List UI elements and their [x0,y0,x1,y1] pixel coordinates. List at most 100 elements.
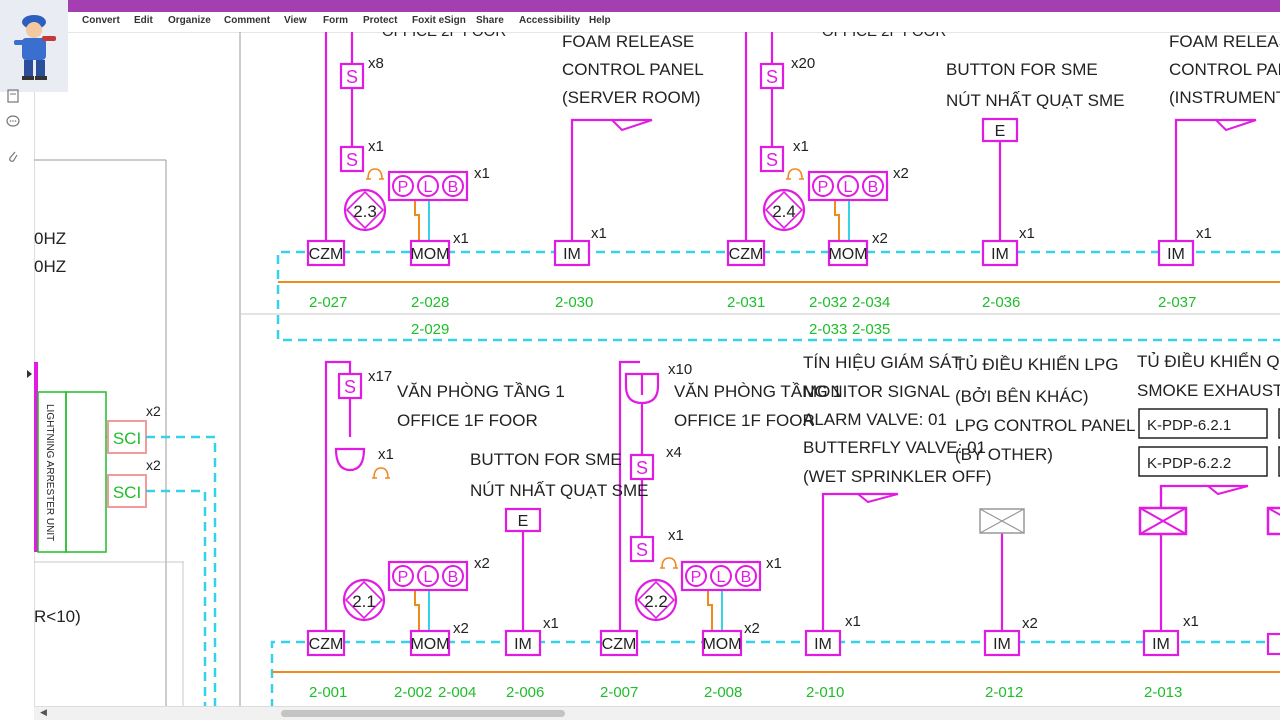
menu-edit[interactable]: Edit [134,15,153,26]
plb-module [680,560,762,592]
svg-text:IM: IM [993,636,1011,653]
menu-help[interactable]: Help [589,15,611,26]
svg-text:2.4: 2.4 [772,202,796,221]
scrollbar-thumb[interactable] [281,710,565,717]
svg-text:CZM: CZM [602,636,637,653]
floor-label: OFFICE 2F FOOR [382,32,506,40]
svg-text:x1: x1 [368,138,384,155]
svg-text:2-013: 2-013 [1144,684,1182,701]
svg-text:2-004: 2-004 [438,684,476,701]
svg-text:x1: x1 [474,165,490,182]
svg-text:E: E [518,513,529,530]
lower-text-labels: VĂN PHÒNG TẦNG 1 OFFICE 1F FOOR VĂN PHÒN… [397,352,1280,500]
arrow-icon [609,119,653,132]
menu-convert[interactable]: Convert [82,15,120,26]
svg-text:IM: IM [514,636,532,653]
svg-text:CZM: CZM [309,636,344,653]
svg-text:OFFICE 1F FOOR: OFFICE 1F FOOR [674,411,815,430]
menu-share[interactable]: Share [476,15,504,26]
svg-text:(SERVER ROOM): (SERVER ROOM) [562,88,701,107]
zone-indicator: 2.4 [762,188,806,232]
zone-indicator: 2.3 [343,188,387,232]
svg-text:x1: x1 [766,555,782,572]
upper-module-boxes: CZM MOM IM CZM MOM IM IM [306,239,1195,267]
svg-text:(BY OTHER): (BY OTHER) [955,445,1053,464]
resistance-label: R<10) [34,607,81,626]
menu-view[interactable]: View [284,15,307,26]
svg-text:CONTROL PANEL: CONTROL PANEL [1169,60,1280,79]
svg-text:2-002: 2-002 [394,684,432,701]
svg-text:x20: x20 [791,55,815,72]
arrow-icon [1205,485,1249,496]
smoke-detector-symbol [759,62,785,90]
horizontal-scrollbar[interactable]: ◀ [34,706,1280,720]
menu-protect[interactable]: Protect [363,15,398,26]
svg-text:VĂN PHÒNG TẦNG 1: VĂN PHÒNG TẦNG 1 [397,382,565,401]
svg-text:x1: x1 [668,527,684,544]
sci-label: SCI [113,429,141,448]
svg-text:IM: IM [1152,636,1170,653]
smoke-fan-panel-symbol [1138,506,1188,536]
upper-relay-leads [414,200,850,241]
scroll-left-arrow-icon[interactable]: ◀ [40,708,47,718]
svg-text:CZM: CZM [309,246,344,263]
svg-text:x1: x1 [591,225,607,242]
pages-icon[interactable] [5,88,21,104]
frequency-label-1: 0HZ [34,229,66,248]
svg-text:x1: x1 [845,613,861,630]
smoke-detector-symbol [629,535,655,563]
svg-text:2-033: 2-033 [809,321,847,338]
sme-button-label: BUTTON FOR SME NÚT NHẤT QUẠT SME [946,60,1125,110]
svg-text:x1: x1 [1183,613,1199,630]
svg-text:CZM: CZM [729,246,764,263]
lower-loop-bus [270,640,1280,706]
svg-text:IM: IM [1167,246,1185,263]
svg-text:ALARM VALVE: 01: ALARM VALVE: 01 [803,410,947,429]
app-logo [0,0,68,92]
emergency-button-symbol: E [981,117,1019,143]
svg-text:x10: x10 [668,361,692,378]
svg-text:MOM: MOM [410,246,449,263]
technician-mascot-icon [0,0,68,92]
svg-text:MOM: MOM [828,246,867,263]
smoke-detector-symbol [339,145,365,173]
comments-icon[interactable] [5,114,21,130]
smoke-fan-panel-symbol [1266,506,1280,536]
menu-organize[interactable]: Organize [168,15,211,26]
svg-text:x2: x2 [1022,615,1038,632]
svg-text:(INSTRUMENT ROOM): (INSTRUMENT ROOM) [1169,88,1280,107]
heat-detector-symbol [334,372,660,472]
menu-foxit-esign[interactable]: Foxit eSign [412,15,466,26]
svg-text:TÍN HIỆU GIÁM SÁT: TÍN HIỆU GIÁM SÁT [803,353,962,372]
pdp-tag: K-PDP-6.2.1 [1138,408,1280,439]
upper-address-labels: 2-027 2-028 2-030 2-031 2-032 2-034 2-03… [309,294,1196,338]
pdf-drawing-canvas[interactable]: S P L B 0HZ 0HZ R<10) LIGHT [34,32,1280,706]
lpg-panel-symbol [979,508,1025,534]
attachment-icon[interactable] [5,149,21,165]
svg-text:x1: x1 [378,446,394,463]
lower-relay-leads [414,590,723,631]
lower-quantity-labels: x17 x1 x10 x4 x1 x2 x1 x2 x1 x2 x1 x2 x1 [368,361,1199,637]
svg-text:K-PDP-6.2.2: K-PDP-6.2.2 [1147,455,1231,472]
sci-module: SCI x2 [107,457,161,508]
upper-quantity-labels: x8 x1 x1 x1 x1 x20 x1 x2 x2 x1 x1 [368,55,1212,247]
svg-text:FOAM RELEASE: FOAM RELEASE [562,32,694,51]
menu-comment[interactable]: Comment [224,15,271,26]
svg-text:MOM: MOM [702,636,741,653]
svg-text:x8: x8 [368,55,384,72]
lower-address-labels: 2-001 2-002 2-004 2-006 2-007 2-008 2-01… [309,684,1182,701]
svg-text:x1: x1 [1019,225,1035,242]
sci-cyan-leads [146,435,217,706]
menu-form[interactable]: Form [323,15,348,26]
expand-panel-arrow-icon[interactable] [26,367,34,381]
svg-text:x1: x1 [1196,225,1212,242]
svg-text:TỦ ĐIỀU KHIỂN LPG: TỦ ĐIỀU KHIỂN LPG [955,355,1118,374]
svg-text:K-PDP-6.2.1: K-PDP-6.2.1 [1147,417,1231,434]
svg-text:IM: IM [563,246,581,263]
zone-indicator: 2.2 [634,578,678,622]
menu-accessibility[interactable]: Accessibility [519,15,581,26]
sci-module: SCI x2 [106,403,161,454]
svg-text:2-027: 2-027 [309,294,347,311]
svg-text:(BỞI BÊN KHÁC): (BỞI BÊN KHÁC) [955,387,1089,406]
svg-text:x2: x2 [744,620,760,637]
